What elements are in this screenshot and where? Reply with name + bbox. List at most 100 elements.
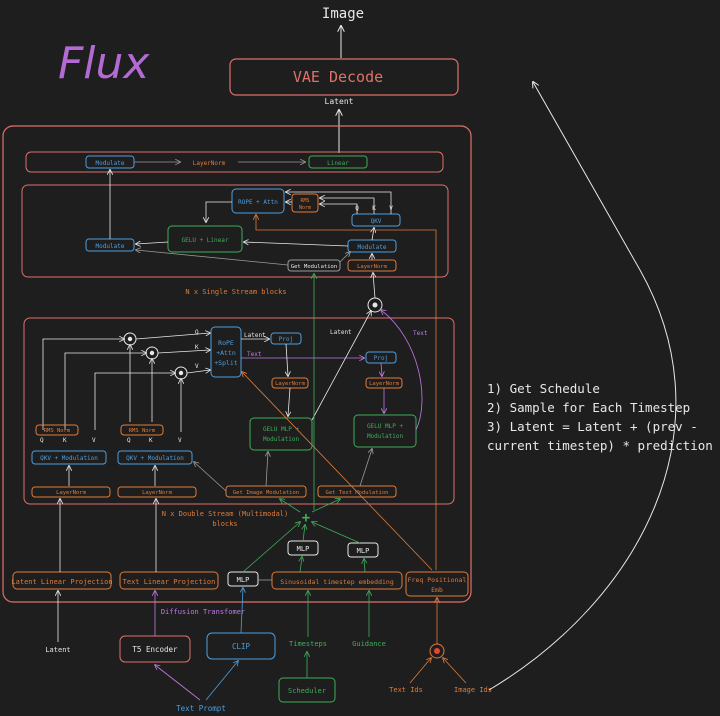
get-modulation-single-label: Get Modulation: [291, 264, 337, 270]
layernorm-out-label: LayerNorm: [193, 160, 226, 167]
note-line-2: 2) Sample for Each Timestep: [487, 400, 690, 415]
layernorm-1-box: [31, 486, 111, 498]
qkv-to-rms-arrow-2: [320, 198, 375, 214]
latent-side-label: Latent: [330, 329, 352, 336]
mult-v-to-rope: [186, 370, 210, 373]
prompt-to-t5: [155, 665, 201, 701]
q-double-label: Q: [195, 329, 199, 336]
sinusoidal-embedding-box: [271, 571, 403, 590]
v-double-label: V: [195, 363, 199, 370]
k-left-1: K: [63, 437, 67, 444]
gelu-mlp-txt-label-1: GELU MLP +: [367, 423, 404, 430]
v-left-1: V: [92, 437, 96, 444]
clip-label: CLIP: [232, 642, 251, 651]
note-line-4: current timestep) * prediction: [487, 438, 713, 453]
get-text-modulation-label: Get Text Modulation: [326, 490, 389, 496]
rope-attn-single-label: ROPE + Attn: [238, 199, 278, 206]
rope-double-label-3: +Split: [214, 359, 238, 367]
mult-circle-v-dot: [178, 370, 184, 376]
q-left-2: Q: [127, 437, 131, 444]
proj-img-label: Proj: [279, 336, 293, 343]
getmod-to-modulate-left-arrow: [136, 250, 289, 266]
rms-norm-single-box: [291, 193, 319, 213]
modulate-left-label: Modulate: [96, 243, 125, 250]
layernorm-txt-label: LayerNorm: [369, 381, 399, 387]
text-prompt-label: Text Prompt: [176, 704, 226, 713]
gelu-to-modulate-arrow: [136, 242, 169, 244]
text-ids-arrow: [409, 658, 431, 684]
norm-single-label: Norm: [299, 205, 311, 211]
rms-norm-1-label: RMS Norm: [44, 428, 71, 434]
get-image-modulation-label: Get Image Modulation: [233, 490, 299, 496]
v-left-2: V: [178, 437, 182, 444]
note-line-1: 1) Get Schedule: [487, 381, 600, 396]
single-stream-frame: [21, 184, 449, 278]
mult-circle-k-dot: [149, 350, 155, 356]
mult-k-to-rope: [157, 350, 210, 354]
rms-norm-2-label: RMS Norm: [129, 428, 156, 434]
latent-linear-projection-box: [12, 571, 112, 590]
mlp-2-label: MLP: [357, 547, 370, 555]
freq-positional-label-2: Emb: [431, 586, 443, 594]
proj-txt-to-layernorm: [381, 362, 382, 376]
sinus-to-mlp-1: [300, 557, 302, 573]
rope-double-label-2: +Attn: [216, 349, 236, 357]
vae-decode-box: [229, 58, 459, 96]
sampling-loop-curve: [488, 82, 677, 691]
output-strip: [25, 151, 444, 173]
text-linear-projection-box: [119, 571, 219, 590]
k-double-label: K: [195, 344, 199, 351]
single-stream-caption: N x Single Stream blocks: [185, 288, 286, 296]
text-linear-projection-label: Text Linear Projection: [123, 578, 216, 586]
linear-out-label: Linear: [327, 160, 349, 167]
ids-combine-dot: [434, 648, 440, 654]
timesteps-label: Timesteps: [289, 640, 327, 648]
qkv-single-label: QKV: [371, 218, 382, 225]
combine-circle-top-dot: [372, 302, 378, 308]
mlp-2-box: [347, 542, 379, 558]
text-side-label: Text: [413, 330, 428, 337]
diffusion-transformer-label: Diffusion Transfomer: [161, 608, 245, 616]
gettxt-to-gelu-arrow: [359, 449, 372, 487]
qkv-to-rms-arrow: [320, 204, 358, 214]
rope-to-gelu-arrow: [206, 201, 232, 222]
double-stream-caption-2: blocks: [212, 520, 237, 528]
note-line-3: 3) Latent = Latent + (prev -: [487, 419, 698, 434]
latent-out-label: Latent: [244, 332, 266, 339]
layernorm-2-label: LayerNorm: [142, 490, 172, 496]
modulate-out-label: Modulate: [96, 160, 125, 167]
plus-to-getimg: [280, 499, 301, 513]
rms-norm-2-box: [120, 424, 164, 436]
layernorm-img-label: LayerNorm: [275, 381, 305, 387]
freq-to-rope-orange: [242, 372, 433, 571]
scheduler-label: Scheduler: [288, 687, 326, 695]
latent-top-label: Latent: [325, 97, 354, 106]
proj-img-to-layernorm: [286, 343, 288, 376]
proj-txt-label: Proj: [374, 355, 388, 362]
gelu-mlp-img-label-2: Modulation: [263, 436, 300, 443]
guidance-label: Guidance: [352, 640, 386, 648]
rms-single-label: RMS: [300, 198, 309, 204]
image-output-label: Image: [322, 6, 364, 22]
double-stream-frame: [23, 317, 455, 505]
gelu-mlp-txt-box: [353, 414, 417, 448]
v-to-rope-arrow: [286, 192, 392, 214]
plus-icon: +: [302, 510, 310, 526]
get-text-modulation-box: [317, 485, 397, 498]
mlp-small-to-plus: [242, 522, 300, 573]
mlp-1-to-plus: [303, 525, 305, 542]
mlp-1-label: MLP: [297, 545, 310, 553]
rope-double-label-1: RoPE: [218, 339, 234, 347]
modulate-right-to-gelu-arrow: [244, 242, 349, 247]
t5-encoder-label: T5 Encoder: [132, 645, 178, 654]
get-modulation-single-box: [287, 259, 341, 272]
getmod-to-modulate-right-arrow: [339, 252, 350, 263]
gelu-mlp-img-label-1: GELU MLP +: [263, 426, 300, 433]
qkv-modulation-2-label: QKV + Modulation: [126, 455, 184, 462]
k-left-2: K: [149, 437, 153, 444]
layernorm-1-label: LayerNorm: [56, 490, 86, 496]
qkv-modulation-2-box: [117, 450, 193, 465]
rope-attn-single-box: [231, 188, 285, 214]
diagram-title: Flux: [58, 38, 150, 89]
vae-decode-label: VAE Decode: [293, 68, 383, 86]
